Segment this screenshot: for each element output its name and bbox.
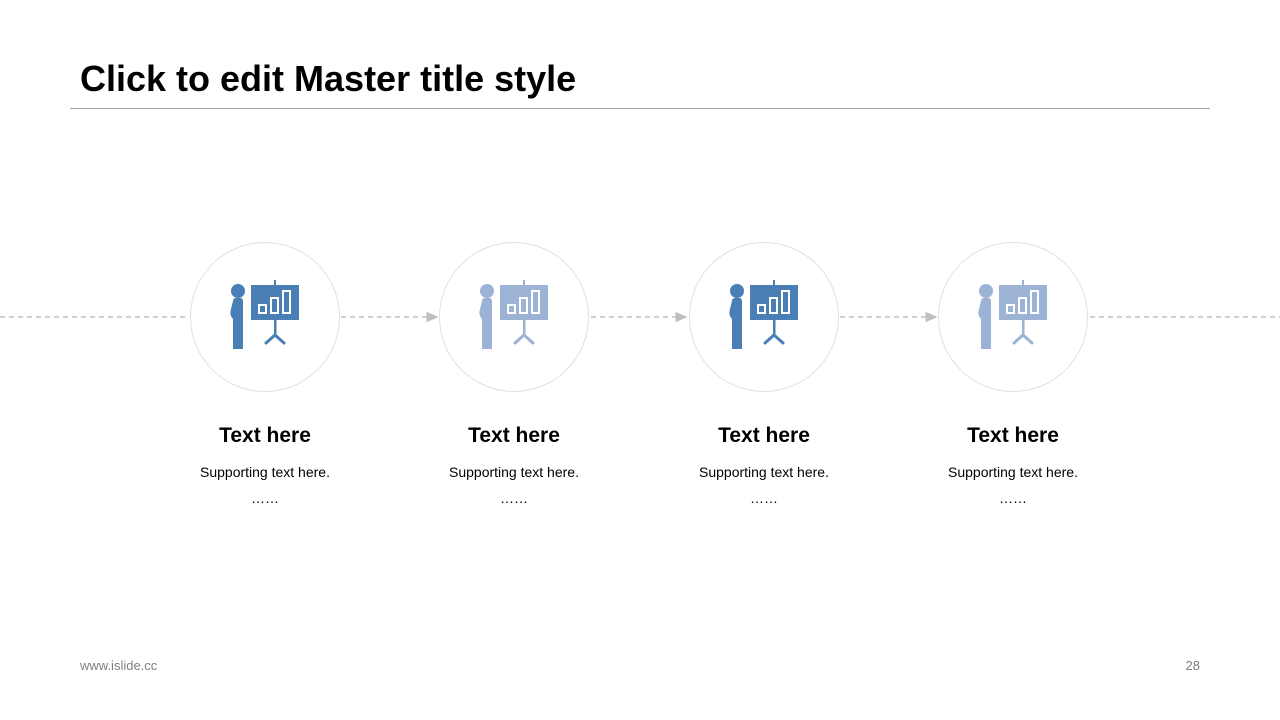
step-1: Text here Supporting text here. …… (140, 242, 390, 506)
page-number: 28 (1185, 658, 1200, 673)
step-title[interactable]: Text here (718, 424, 810, 447)
step-circle (439, 242, 589, 392)
step-circle (190, 242, 340, 392)
footer-url[interactable]: www.islide.cc (80, 658, 158, 673)
slide-title[interactable]: Click to edit Master title style (80, 58, 577, 99)
step-circle (689, 242, 839, 392)
step-title[interactable]: Text here (967, 424, 1059, 447)
step-ellipsis: …… (999, 490, 1027, 506)
step-circle (938, 242, 1088, 392)
step-ellipsis: …… (500, 490, 528, 506)
step-3: Text here Supporting text here. …… (639, 242, 889, 506)
step-4: Text here Supporting text here. …… (888, 242, 1138, 506)
step-2: Text here Supporting text here. …… (389, 242, 639, 506)
presentation-board-icon (479, 280, 548, 349)
step-supporting-text[interactable]: Supporting text here. (948, 464, 1078, 480)
presentation-board-icon (729, 280, 798, 349)
title-divider (70, 108, 1210, 109)
presentation-board-icon (230, 280, 299, 349)
step-title[interactable]: Text here (219, 424, 311, 447)
step-title[interactable]: Text here (468, 424, 560, 447)
presentation-board-icon (978, 280, 1047, 349)
step-supporting-text[interactable]: Supporting text here. (449, 464, 579, 480)
step-supporting-text[interactable]: Supporting text here. (699, 464, 829, 480)
step-ellipsis: …… (251, 490, 279, 506)
step-ellipsis: …… (750, 490, 778, 506)
step-supporting-text[interactable]: Supporting text here. (200, 464, 330, 480)
